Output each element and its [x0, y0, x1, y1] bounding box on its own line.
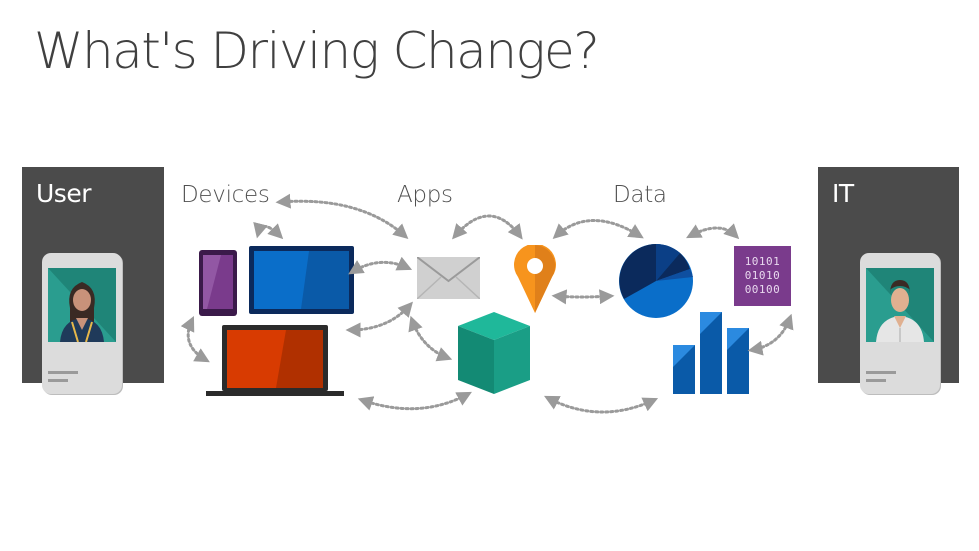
arrow: [348, 256, 413, 275]
arrow: [180, 315, 210, 363]
phone-user-icon: [42, 253, 122, 394]
it-avatar-icon: [866, 268, 934, 342]
pie-chart-icon: [619, 244, 693, 318]
arrow: [544, 395, 659, 414]
tablet-icon: [199, 250, 237, 316]
cube-icon: [458, 312, 530, 394]
binary-data-icon: 10101 01010 00100: [734, 246, 791, 306]
arrow: [686, 223, 740, 240]
laptop-icon: [206, 325, 344, 396]
arrow: [345, 301, 413, 338]
phone-text-line: [866, 371, 896, 374]
devices-label: Devices: [181, 182, 270, 208]
data-label: Data: [613, 182, 667, 208]
arrow: [552, 219, 644, 240]
binary-row: 00100: [744, 283, 781, 296]
arrow: [253, 221, 284, 240]
bar-chart-icon: [673, 312, 749, 394]
phone-it-icon: [860, 253, 940, 394]
binary-row: 10101: [744, 255, 781, 268]
user-avatar-icon: [48, 268, 116, 342]
arrow: [452, 214, 523, 240]
it-panel-label: IT: [832, 179, 854, 208]
arrow: [551, 289, 615, 305]
monitor-icon: [249, 246, 354, 314]
arrow: [357, 391, 472, 411]
arrow: [408, 315, 453, 362]
arrow: [747, 313, 794, 356]
map-pin-icon: [514, 245, 556, 313]
phone-text-line: [48, 379, 68, 382]
envelope-icon: [417, 257, 480, 299]
arrow: [275, 193, 409, 239]
phone-text-line: [866, 379, 886, 382]
binary-row: 01010: [744, 269, 781, 282]
user-panel-label: User: [36, 179, 91, 208]
slide-title: What's Driving Change?: [34, 22, 600, 80]
phone-text-line: [48, 371, 78, 374]
